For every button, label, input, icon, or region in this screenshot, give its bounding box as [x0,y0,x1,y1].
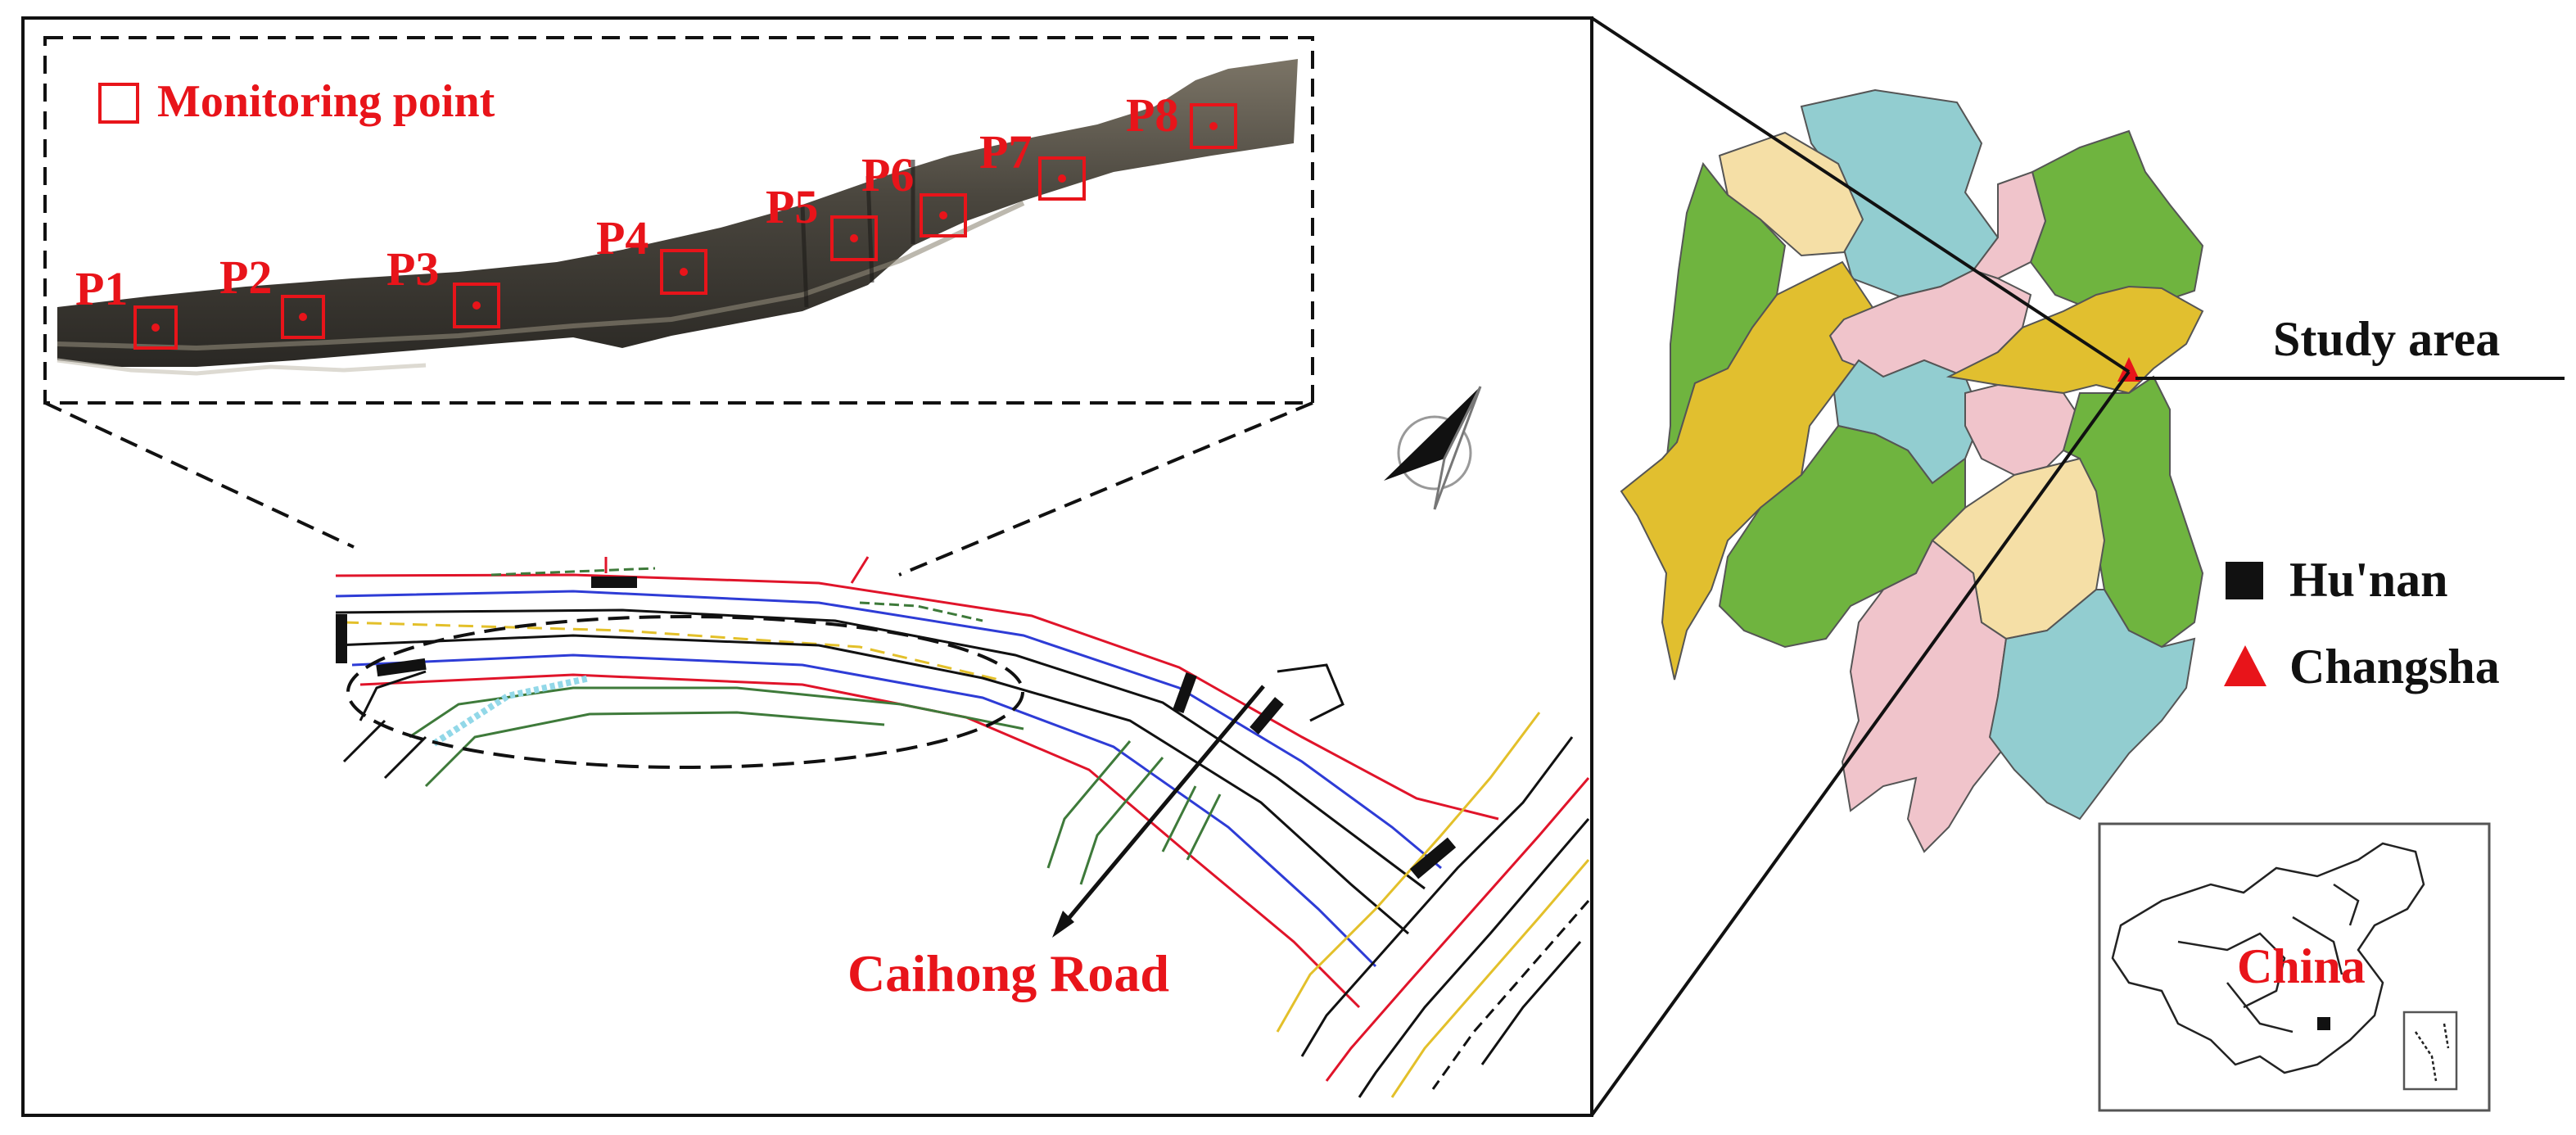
zoom-connector-right [898,401,1313,577]
monitoring-point-dot-6 [939,211,947,219]
zoom-connector-left [44,401,355,549]
monitoring-point-dot-5 [850,234,858,242]
point-cloud-wall [56,59,1298,376]
monitoring-point-label-4: P4 [596,211,649,265]
road-pointer-arrow [1052,685,1265,938]
changsha-legend-symbol [2224,645,2266,686]
region-northeast-green [2029,129,2204,313]
hunan-location-marker [2317,1017,2330,1030]
monitoring-point-box-3 [453,283,500,328]
hunan-map [1620,88,2204,853]
monitoring-point-box-5 [830,215,878,261]
china-outline [2111,842,2458,1091]
monitoring-point-label-5: P5 [766,180,818,233]
monitoring-legend-symbol [98,83,139,124]
region-southeast-cyan [1988,589,2196,821]
monitoring-point-label-3: P3 [386,242,439,296]
monitoring-point-dot-4 [680,268,688,276]
main-panel-frame [21,16,1593,1117]
point-cloud-inset-frame [43,36,1314,405]
study-zone-ellipse [346,615,1024,769]
region-northcentral-pink [1972,170,2047,280]
monitoring-points: P1 P2 P3 P4 P5 P6 P7 P8 [75,88,1237,350]
monitoring-point-label-1: P1 [75,262,128,315]
north-arrow-icon [1384,386,1482,510]
monitoring-point-label-7: P7 [979,125,1032,179]
road-label: Caihong Road [847,944,1169,1002]
zoom-line-bottom [1590,370,2131,1117]
monitoring-point-label-6: P6 [861,148,914,201]
zoom-line-top [1590,16,2131,373]
monitoring-point-label-8: P8 [1126,88,1178,142]
road-cad-plan [335,556,1590,1098]
changsha-legend-label: Changsha [2289,640,2500,694]
changsha-marker [2117,357,2140,382]
monitoring-point-dot-7 [1058,174,1066,183]
china-label: China [2237,939,2366,993]
study-area-label: Study area [2273,312,2500,366]
hunan-legend-symbol [2226,562,2263,599]
monitoring-point-dot-1 [151,323,160,332]
monitoring-point-box-4 [660,249,707,295]
monitoring-point-box-7 [1038,156,1086,201]
monitoring-point-label-2: P2 [219,251,272,304]
monitoring-point-dot-8 [1209,122,1218,130]
monitoring-point-dot-3 [472,301,481,310]
monitoring-legend-label: Monitoring point [157,76,495,127]
region-south-pink [1841,539,2008,853]
monitoring-point-box-8 [1190,103,1237,149]
monitoring-point-box-2 [281,295,325,339]
monitoring-point-box-1 [133,305,178,350]
monitoring-point-box-6 [920,193,967,237]
hunan-legend-label: Hu'nan [2289,553,2447,607]
monitoring-point-dot-2 [299,313,307,321]
